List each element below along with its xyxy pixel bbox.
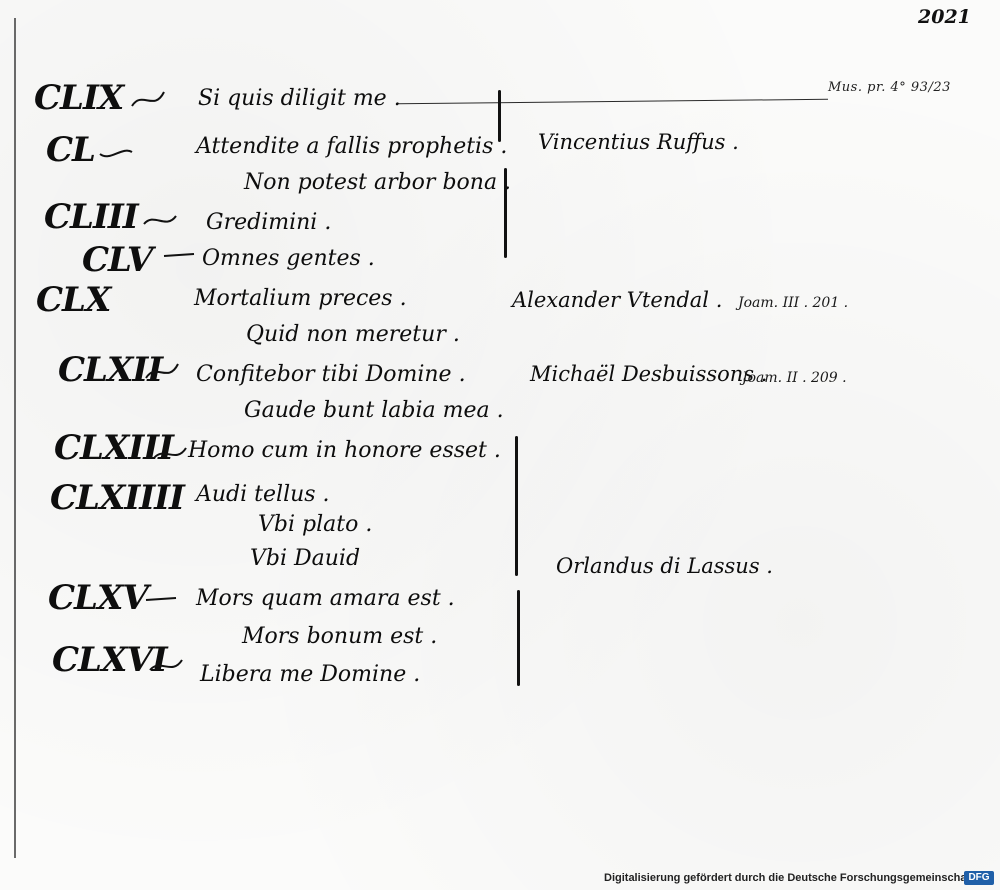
composer-reference: Joam. III . 201 . xyxy=(738,295,849,311)
flourish-icon xyxy=(163,253,195,257)
incipit-line: Mors bonum est . xyxy=(242,624,438,649)
composer-name: Vincentius Ruffus . xyxy=(538,130,739,154)
folio-number: 2021 xyxy=(918,6,971,28)
incipit-line: Attendite a fallis prophetis . xyxy=(196,134,508,159)
entry-number: CLXIII xyxy=(54,428,174,468)
incipit-line: Confitebor tibi Domine . xyxy=(196,362,466,387)
entry-number: CLIX xyxy=(34,78,124,118)
composer-name: Michaël Desbuissons . xyxy=(530,362,768,386)
flourish-icon xyxy=(145,597,177,601)
incipit-line: Non potest arbor bona . xyxy=(244,170,512,195)
shelfmark-line xyxy=(398,98,828,105)
entry-number: CLX xyxy=(36,280,111,320)
entry-number: CLV xyxy=(82,240,153,280)
composer-reference: Joam. II . 209 . xyxy=(742,370,847,386)
bracket xyxy=(498,90,501,142)
incipit-line: Audi tellus . xyxy=(196,482,330,507)
entry-number: CLXVI xyxy=(52,640,168,680)
bracket xyxy=(504,168,507,258)
flourish-icon xyxy=(149,659,183,671)
composer-name: Orlandus di Lassus . xyxy=(556,554,773,578)
incipit-line: Libera me Domine . xyxy=(200,662,421,687)
composer-name: Alexander Vtendal . xyxy=(512,288,723,312)
entry-number: CLXIIII xyxy=(50,478,185,518)
entry-number: CLXII xyxy=(58,350,163,390)
incipit-line: Vbi plato . xyxy=(258,512,373,537)
incipit-line: Quid non meretur . xyxy=(246,322,460,347)
entry-number: CL xyxy=(46,130,96,170)
flourish-icon xyxy=(143,215,177,225)
incipit-line: Vbi Dauid xyxy=(250,546,361,571)
flourish-icon xyxy=(145,363,179,379)
entry-number: CLIII xyxy=(44,197,139,237)
flourish-icon xyxy=(153,447,187,459)
incipit-line: Mors quam amara est . xyxy=(196,586,455,611)
footer-credit: Digitalisierung gefördert durch die Deut… xyxy=(604,872,981,884)
bracket xyxy=(515,436,518,576)
incipit-line: Omnes gentes . xyxy=(202,246,375,271)
bracket xyxy=(517,590,520,686)
left-margin-rule xyxy=(14,18,16,858)
incipit-line: Gredimini . xyxy=(206,210,332,235)
incipit-line: Homo cum in honore esset . xyxy=(188,438,501,463)
flourish-icon xyxy=(99,149,133,158)
entry-number: CLXV xyxy=(48,578,149,618)
dfg-logo-icon: DFG xyxy=(964,871,994,885)
incipit-line: Gaude bunt labia mea . xyxy=(244,398,504,423)
shelfmark: Mus. pr. 4° 93/23 xyxy=(828,80,951,95)
flourish-icon xyxy=(131,91,165,107)
incipit-line: Si quis diligit me . xyxy=(198,86,401,111)
incipit-line: Mortalium preces . xyxy=(194,286,407,311)
